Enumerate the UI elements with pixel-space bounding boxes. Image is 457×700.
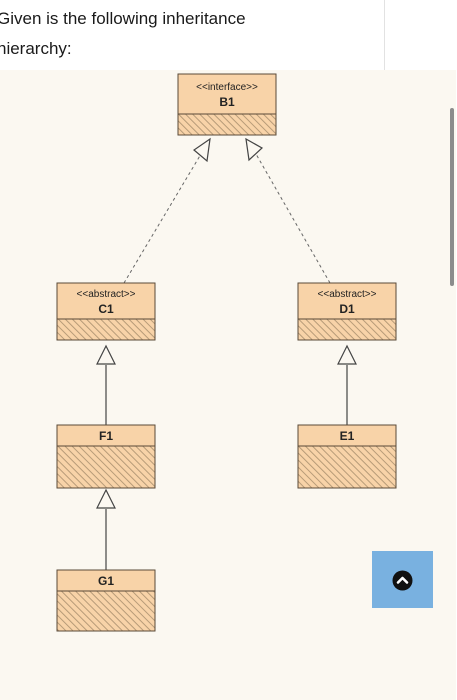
class-b1-stereotype: <<interface>> xyxy=(196,82,258,93)
generalization-arrowhead-d1 xyxy=(337,344,357,365)
class-g1: G1 xyxy=(56,569,156,632)
question-line-1: Given is the following inheritance xyxy=(0,9,246,28)
class-d1-name: D1 xyxy=(339,302,355,316)
scrollbar-thumb[interactable] xyxy=(450,108,454,286)
class-b1-name: B1 xyxy=(219,95,235,109)
realization-line-d1-b1 xyxy=(255,153,331,284)
class-g1-name: G1 xyxy=(98,574,114,588)
class-e1: E1 xyxy=(297,424,397,489)
class-d1-stereotype: <<abstract>> xyxy=(318,289,377,300)
realization-line-c1-b1 xyxy=(123,153,202,284)
question-text: Given is the following inheritance hiera… xyxy=(0,4,377,64)
class-f1: F1 xyxy=(56,424,156,489)
class-e1-name: E1 xyxy=(340,429,355,443)
class-b1: <<interface>> B1 xyxy=(177,73,277,136)
class-f1-name: F1 xyxy=(99,429,113,443)
question-line-2: hierarchy: xyxy=(0,39,72,58)
scroll-to-top-button[interactable] xyxy=(372,551,433,608)
generalization-arrowhead-f1 xyxy=(96,488,116,509)
class-c1-stereotype: <<abstract>> xyxy=(77,289,136,300)
realization-arrowhead-left xyxy=(193,137,211,163)
generalization-arrowhead-c1 xyxy=(96,344,116,365)
chevron-up-circle-icon xyxy=(392,570,413,591)
realization-arrowhead-right xyxy=(245,137,264,162)
class-d1: <<abstract>> D1 xyxy=(297,282,397,341)
class-c1-name: C1 xyxy=(98,302,114,316)
class-c1: <<abstract>> C1 xyxy=(56,282,156,341)
